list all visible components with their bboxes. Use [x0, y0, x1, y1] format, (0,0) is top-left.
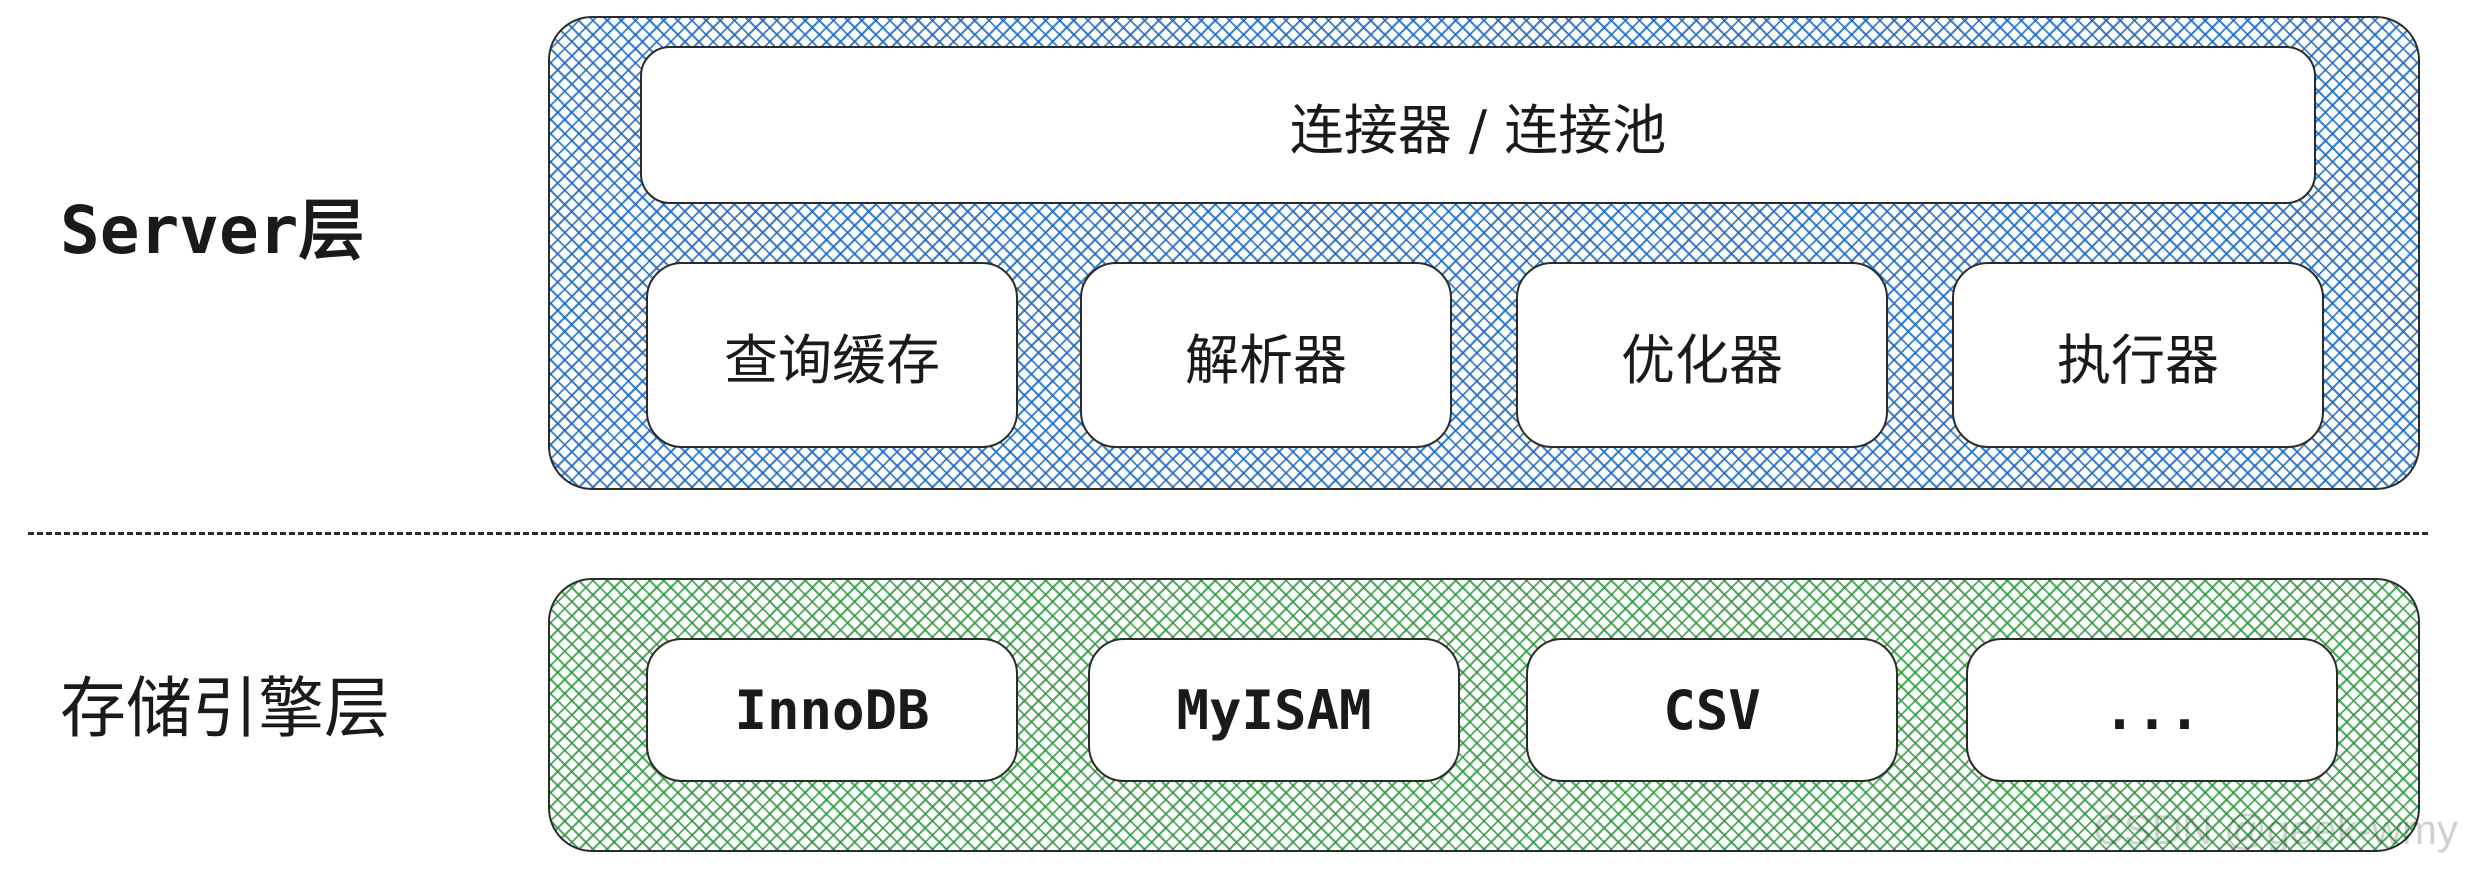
- csv-engine-box: CSV: [1526, 638, 1898, 782]
- query-cache-box: 查询缓存: [646, 262, 1018, 448]
- connector-pool-box: 连接器 / 连接池: [640, 46, 2316, 204]
- innodb-engine-box: InnoDB: [646, 638, 1018, 782]
- layer-divider: [28, 532, 2428, 535]
- myisam-engine-box: MyISAM: [1088, 638, 1460, 782]
- parser-box: 解析器: [1080, 262, 1452, 448]
- executor-box: 执行器: [1952, 262, 2324, 448]
- more-engines-box: ...: [1966, 638, 2338, 782]
- optimizer-box: 优化器: [1516, 262, 1888, 448]
- storage-engine-layer-label: 存储引擎层: [60, 670, 390, 747]
- server-layer-label: Server层: [60, 192, 365, 269]
- watermark: CSDN @geek-wmy: [2093, 806, 2458, 853]
